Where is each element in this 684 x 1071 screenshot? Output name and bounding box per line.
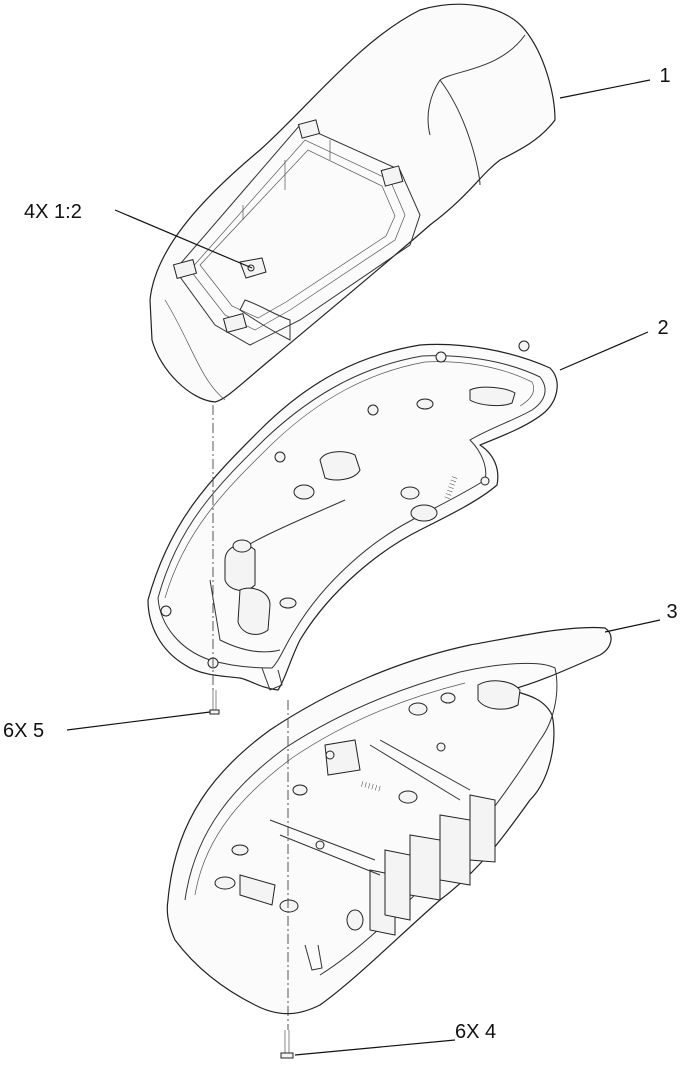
assembly-centerlines [212, 405, 289, 1030]
part-1-top-cover [149, 3, 556, 403]
screw-part-4 [280, 1030, 294, 1059]
part-3-bottom-housing: |||||| [166, 626, 612, 1015]
callouts: 1 2 3 4X 1:2 6X 5 6X 4 [3, 65, 678, 1056]
callout-2: 2 [657, 317, 668, 339]
callout-6x-4: 6X 4 [455, 1021, 496, 1043]
callout-3: 3 [666, 601, 677, 623]
screw-part-5 [209, 690, 220, 715]
callout-4x-1-2: 4X 1:2 [24, 201, 82, 223]
callout-6x-5: 6X 5 [3, 720, 44, 742]
part-2-inner-frame: ||||||| [147, 340, 558, 691]
callout-1: 1 [659, 65, 670, 87]
